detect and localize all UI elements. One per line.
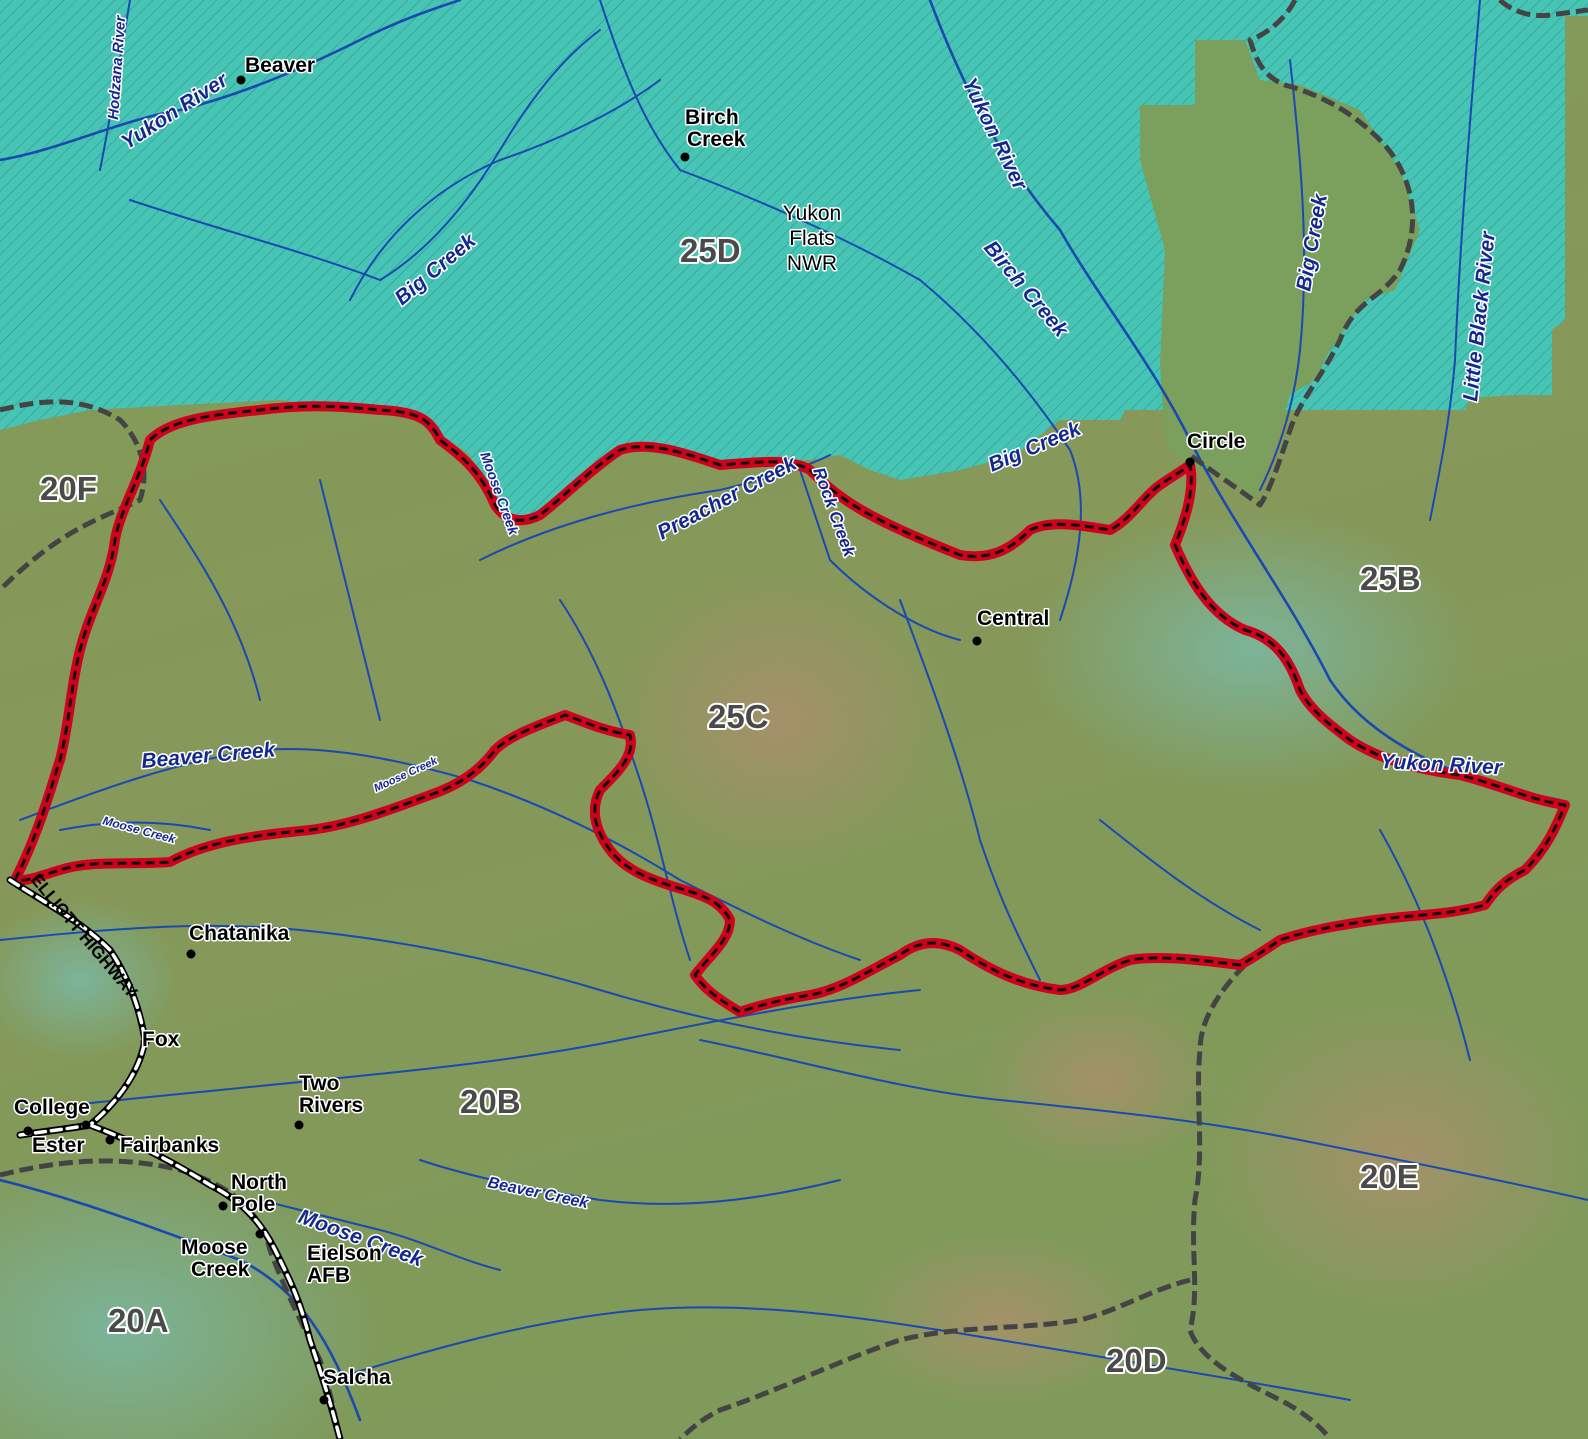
unit-label-20e: 20E — [1360, 1158, 1419, 1195]
town-dot-chatanika — [186, 949, 196, 959]
river-trib — [899, 599, 1041, 981]
town-markers — [23, 75, 1195, 1405]
unit-label-20d: 20D — [1106, 1342, 1167, 1379]
town-label-north-pole-line2: Pole — [231, 1193, 275, 1216]
river-hodzana — [99, 0, 131, 171]
river-little-black — [1429, 0, 1481, 521]
town-dot-central — [972, 636, 982, 646]
town-dot-beaver — [236, 75, 246, 85]
town-label-two-rivers-line1: Two — [299, 1072, 339, 1095]
lowland-yukon — [1030, 510, 1470, 790]
town-dot-fairbanks — [105, 1135, 115, 1145]
river-preacher-creek — [479, 454, 831, 561]
terrain-highland — [1200, 1000, 1588, 1320]
town-dot-ester — [23, 1126, 33, 1136]
refuge-label-line1: Yukon — [783, 202, 841, 225]
town-label-college: College — [14, 1096, 90, 1119]
unit-boundary — [1498, 0, 1588, 19]
river-yukon — [0, 0, 462, 162]
town-label-two-rivers-line2: Rivers — [299, 1094, 363, 1117]
river-chena — [19, 989, 921, 1111]
refuge-label-line3: NWR — [787, 252, 837, 275]
town-dot-salcha — [319, 1395, 329, 1405]
river-big-creek-ne — [1259, 59, 1306, 491]
unit-boundary — [678, 1277, 1191, 1439]
unit-boundary — [1187, 963, 1333, 1439]
town-label-north-pole-line1: North — [231, 1171, 287, 1194]
town-label-eielson-line2: AFB — [307, 1264, 350, 1287]
terrain-highland — [610, 570, 950, 870]
river-beaver-creek-s — [419, 1159, 841, 1205]
town-label-chatanika: Chatanika — [189, 922, 290, 945]
highway-network — [6, 876, 344, 1439]
town-label-birch-creek-line2: Creek — [687, 128, 746, 151]
town-label-central: Central — [977, 607, 1049, 630]
river-big-creek-c — [349, 79, 661, 301]
town-dot-fox — [140, 1037, 150, 1047]
river-trib — [1099, 819, 1261, 931]
town-dot-birch-creek — [680, 152, 690, 162]
river-goodpaster — [699, 1039, 1588, 1201]
town-label-beaver: Beaver — [245, 54, 315, 77]
unit-label-20f: 20F — [40, 470, 97, 507]
town-label-fairbanks: Fairbanks — [120, 1134, 219, 1157]
river-salcha — [329, 1306, 1351, 1401]
river-trib — [159, 499, 261, 701]
town-label-moose-creek-line2: Creek — [191, 1258, 250, 1281]
unit-label-25b: 25B — [1360, 560, 1421, 597]
town-label-eielson-line1: Eielson — [307, 1242, 382, 1265]
town-dot-college — [81, 1120, 91, 1130]
unit-25c-boundary-dash — [13, 404, 1567, 1014]
town-dot-north-pole — [218, 1201, 228, 1211]
town-label-salcha: Salcha — [323, 1366, 391, 1389]
refuge-label-line2: Flats — [789, 227, 835, 250]
river-birch-creek — [599, 0, 1082, 621]
town-label-ester: Ester — [32, 1134, 85, 1157]
unit-label-25c: 25C — [708, 698, 769, 735]
town-dot-circle — [1185, 457, 1195, 467]
river-tanana — [0, 1178, 362, 1422]
river-trib — [559, 599, 691, 961]
town-label-birch-creek-line1: Birch — [685, 106, 739, 129]
terrain-inholding — [1140, 40, 1420, 500]
river-trib — [319, 479, 381, 721]
river-big-creek-w — [129, 29, 601, 282]
terrain-highland — [980, 990, 1220, 1170]
river-yukon — [928, 0, 1562, 802]
unit-boundary — [1188, 0, 1416, 508]
unit-label-20b: 20B — [460, 1083, 521, 1120]
terrain-highland — [850, 1230, 1150, 1410]
river-chatanika — [0, 924, 901, 1051]
town-dot-two-rivers — [294, 1120, 304, 1130]
town-label-circle: Circle — [1187, 430, 1245, 453]
river-rock-creek — [799, 469, 961, 641]
town-label-moose-creek-line1: Moose — [181, 1236, 248, 1259]
town-label-fox: Fox — [142, 1028, 180, 1051]
unit-label-20a: 20A — [108, 1302, 169, 1339]
lowland-chatanika — [0, 900, 180, 1060]
town-dot-eielson — [255, 1229, 265, 1239]
river-moose-creek-w — [59, 821, 211, 831]
river-trib — [1379, 829, 1471, 1061]
unit-label-25d: 25D — [680, 232, 741, 269]
unit-boundary — [0, 399, 147, 592]
river-moose-creek-s — [259, 1199, 501, 1271]
lowland-tanana-flats — [0, 1150, 380, 1439]
